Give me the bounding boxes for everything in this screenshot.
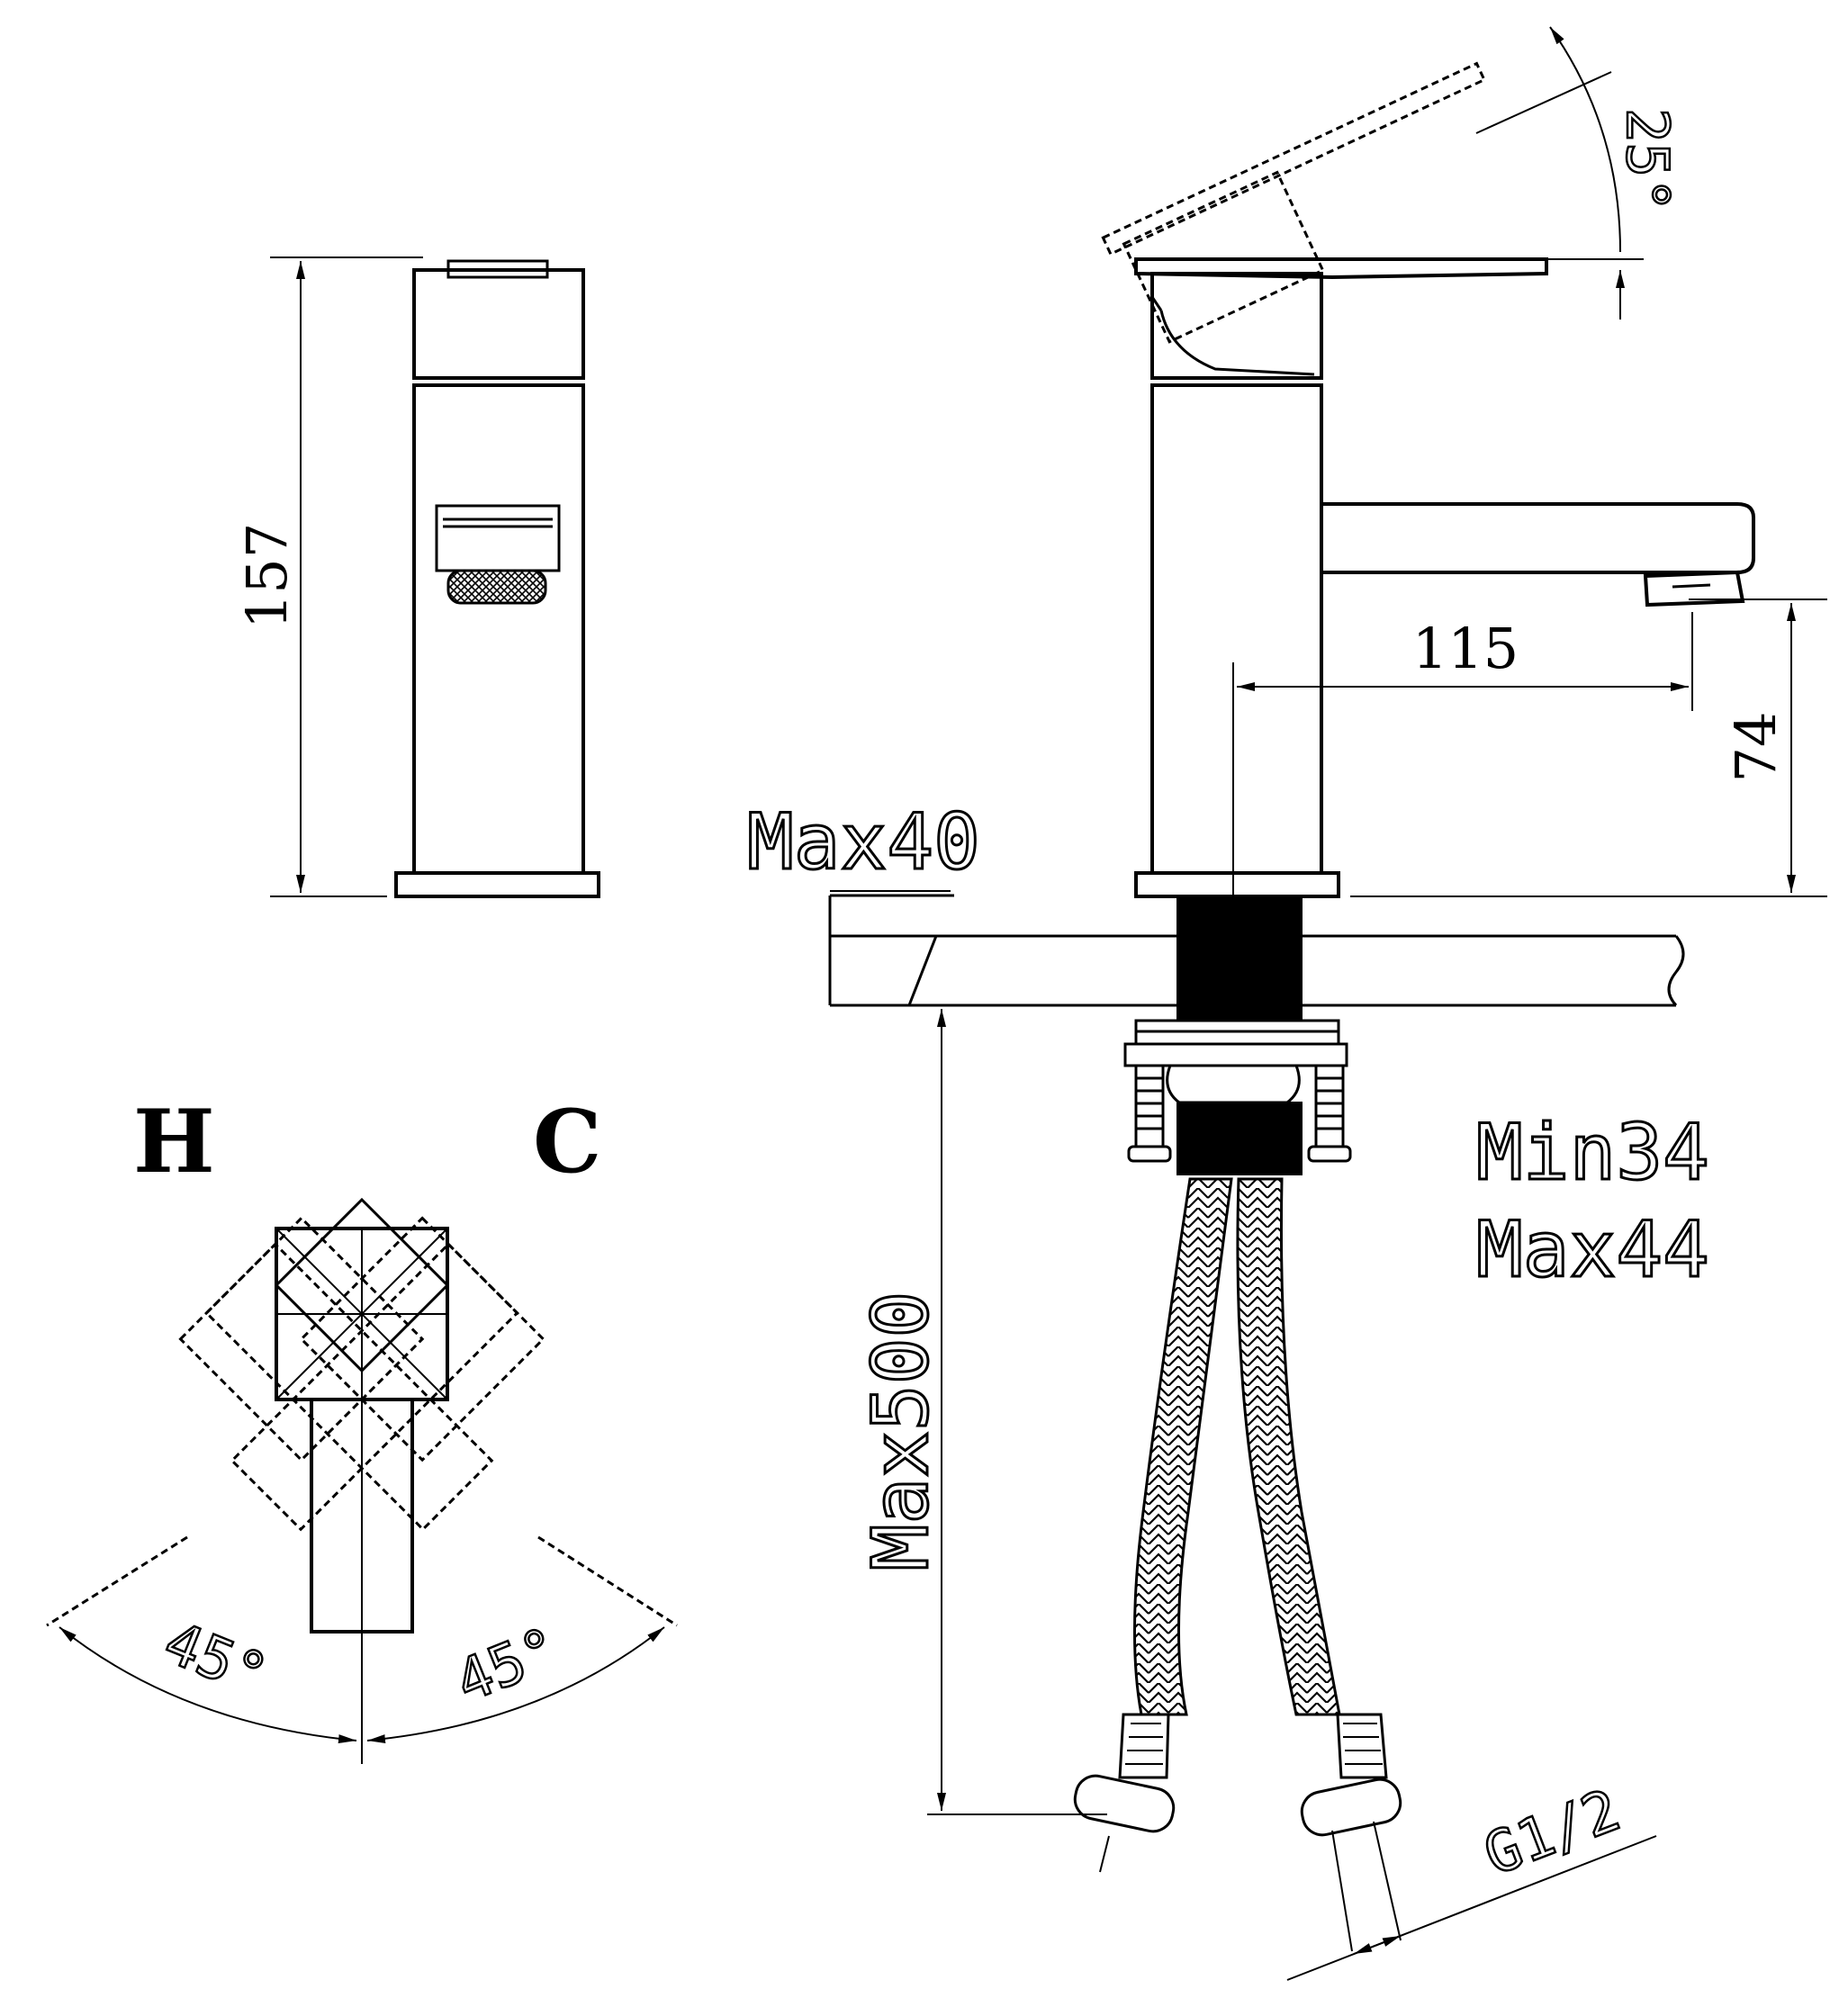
front-body: [412, 383, 585, 875]
hot-label: H: [133, 1091, 215, 1192]
front-spout-outlet: [435, 504, 561, 572]
deck-thickness-max: Max40: [747, 797, 980, 887]
mounting-stud-left: [1127, 1064, 1172, 1163]
shank-lower: [1176, 1102, 1303, 1175]
mounting-plate: [1123, 1042, 1348, 1067]
spout-height: 74: [1723, 712, 1789, 783]
side-head: [1150, 272, 1323, 380]
side-view: 25° 115 74 Max40 Max500 Min34 Max44 G1/2: [746, 26, 1827, 1981]
mounting-stud-right: [1307, 1064, 1352, 1163]
right-angle-arc: [366, 1626, 665, 1744]
side-body: [1150, 383, 1323, 875]
thread-size: G1/2: [1475, 1778, 1628, 1889]
hose-fitting-left: [1073, 1713, 1176, 1873]
lever-angle-arc: [1549, 26, 1621, 253]
hose-fitting-right: [1300, 1713, 1402, 1952]
hose-hot: [1133, 1177, 1233, 1716]
deck-max-label: Max44: [1476, 1205, 1709, 1295]
side-base: [1134, 871, 1340, 898]
right-angle: 45°: [446, 1616, 568, 1716]
deck-min-label: Min34: [1476, 1108, 1709, 1198]
height-dimension: 157: [234, 523, 300, 629]
hose-cold: [1236, 1177, 1341, 1716]
deck-break: [1667, 935, 1685, 1007]
thread-leader: [1286, 1835, 1657, 1981]
front-view: 157: [234, 256, 600, 898]
top-view: H C 45° 45°: [46, 1091, 678, 1764]
aerator-mesh: [446, 569, 547, 605]
front-head: [412, 268, 585, 380]
raised-lever-outline: [1101, 61, 1486, 344]
side-spout: [1321, 502, 1755, 574]
cold-label: C: [533, 1091, 601, 1192]
mounting-washer: [1134, 1019, 1340, 1033]
side-aerator: [1643, 570, 1745, 608]
spout-reach: 115: [1412, 616, 1519, 681]
mounting-nut: [1166, 1064, 1301, 1104]
front-base: [394, 871, 600, 898]
side-lever: [1134, 257, 1548, 280]
left-angle-arc: [59, 1626, 357, 1744]
lever-angle: 25°: [1613, 108, 1680, 212]
threaded-shank: [1176, 896, 1303, 1022]
hose-length: Max500: [856, 1292, 946, 1571]
